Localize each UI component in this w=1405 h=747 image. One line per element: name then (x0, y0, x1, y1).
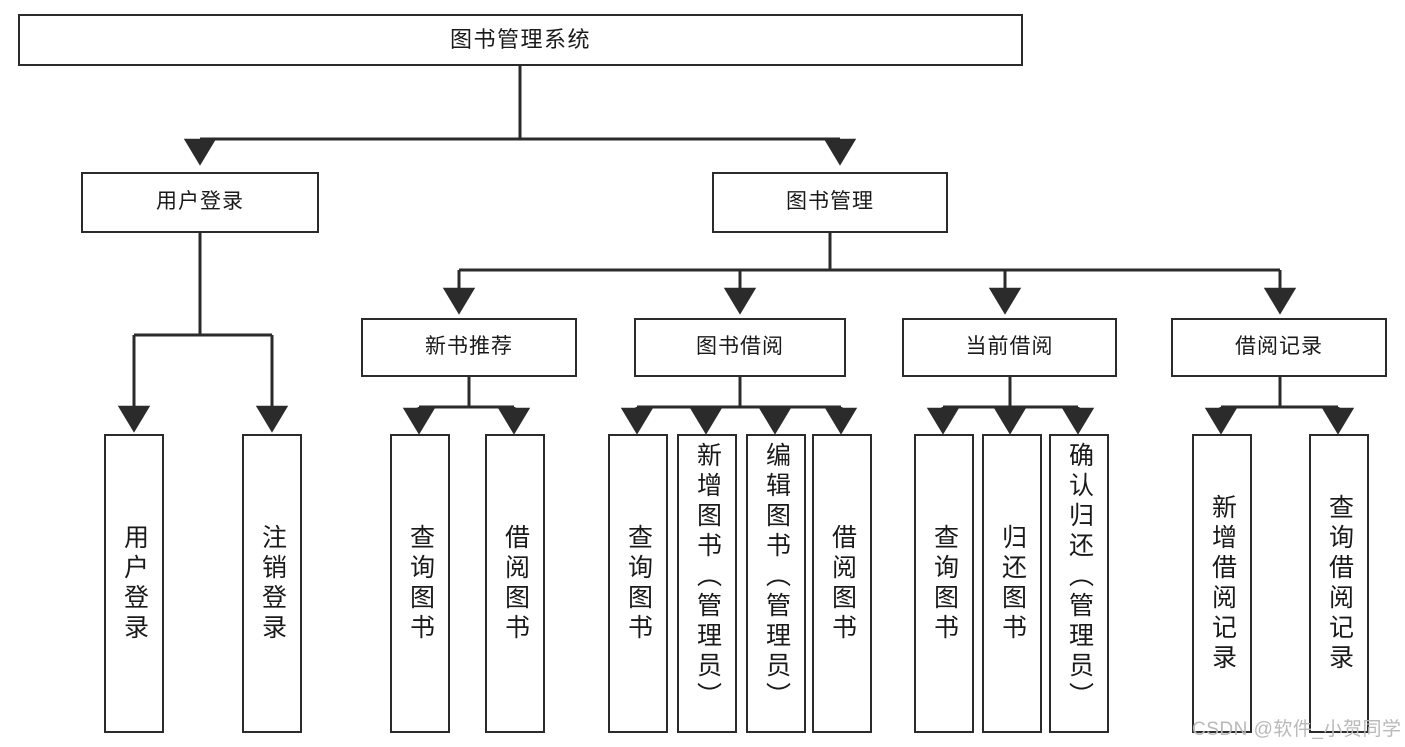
leaf-query-book-recommend[interactable]: 查询图书 (390, 434, 450, 733)
node-label: 查询图书 (624, 523, 653, 644)
node-label: 新增借阅记录 (1208, 493, 1237, 674)
node-book-borrow[interactable]: 图书借阅 (634, 318, 846, 377)
node-label: 归还图书 (998, 523, 1027, 644)
node-current-borrow[interactable]: 当前借阅 (902, 318, 1117, 377)
node-label: 用户登录 (156, 190, 244, 214)
node-borrow-record[interactable]: 借阅记录 (1171, 318, 1387, 377)
node-label: 查询借阅记录 (1325, 493, 1354, 674)
node-label: 查询图书 (930, 523, 959, 644)
node-label: 借阅图书 (828, 523, 857, 644)
leaf-edit-book-admin[interactable]: 编辑图书（管理员） (746, 434, 806, 733)
leaf-user-login[interactable]: 用户登录 (104, 434, 164, 733)
leaf-add-borrow-record[interactable]: 新增借阅记录 (1192, 434, 1252, 733)
leaf-query-borrow-record[interactable]: 查询借阅记录 (1309, 434, 1369, 733)
node-label: 用户登录 (120, 523, 149, 644)
node-book-management[interactable]: 图书管理 (712, 172, 948, 233)
node-label: 图书管理 (786, 190, 874, 214)
node-label: 注销登录 (258, 523, 287, 644)
leaf-return-book[interactable]: 归还图书 (982, 434, 1042, 733)
leaf-borrow-book-recommend[interactable]: 借阅图书 (485, 434, 545, 733)
node-user-login[interactable]: 用户登录 (81, 172, 319, 233)
node-label: 借阅记录 (1235, 335, 1323, 359)
node-new-book-recommend[interactable]: 新书推荐 (361, 318, 577, 377)
leaf-query-book-borrow[interactable]: 查询图书 (608, 434, 668, 733)
leaf-query-book-current[interactable]: 查询图书 (914, 434, 974, 733)
leaf-confirm-return-admin[interactable]: 确认归还（管理员） (1049, 434, 1109, 733)
leaf-borrow-book-borrow[interactable]: 借阅图书 (812, 434, 872, 733)
node-label: 借阅图书 (501, 523, 530, 644)
node-label: 确认归还（管理员） (1065, 442, 1094, 712)
node-label: 查询图书 (406, 523, 435, 644)
node-label: 图书管理系统 (449, 27, 591, 53)
node-root-book-management-system[interactable]: 图书管理系统 (18, 14, 1023, 66)
leaf-logout-login[interactable]: 注销登录 (242, 434, 302, 733)
node-label: 新书推荐 (425, 335, 513, 359)
node-label: 图书借阅 (696, 335, 784, 359)
csdn-watermark: CSDN @软件_小贺同学 (1192, 719, 1402, 740)
node-label: 编辑图书（管理员） (762, 442, 791, 712)
node-label: 当前借阅 (965, 335, 1054, 359)
leaf-add-book-admin[interactable]: 新增图书（管理员） (677, 434, 737, 733)
node-label: 新增图书（管理员） (693, 442, 722, 712)
